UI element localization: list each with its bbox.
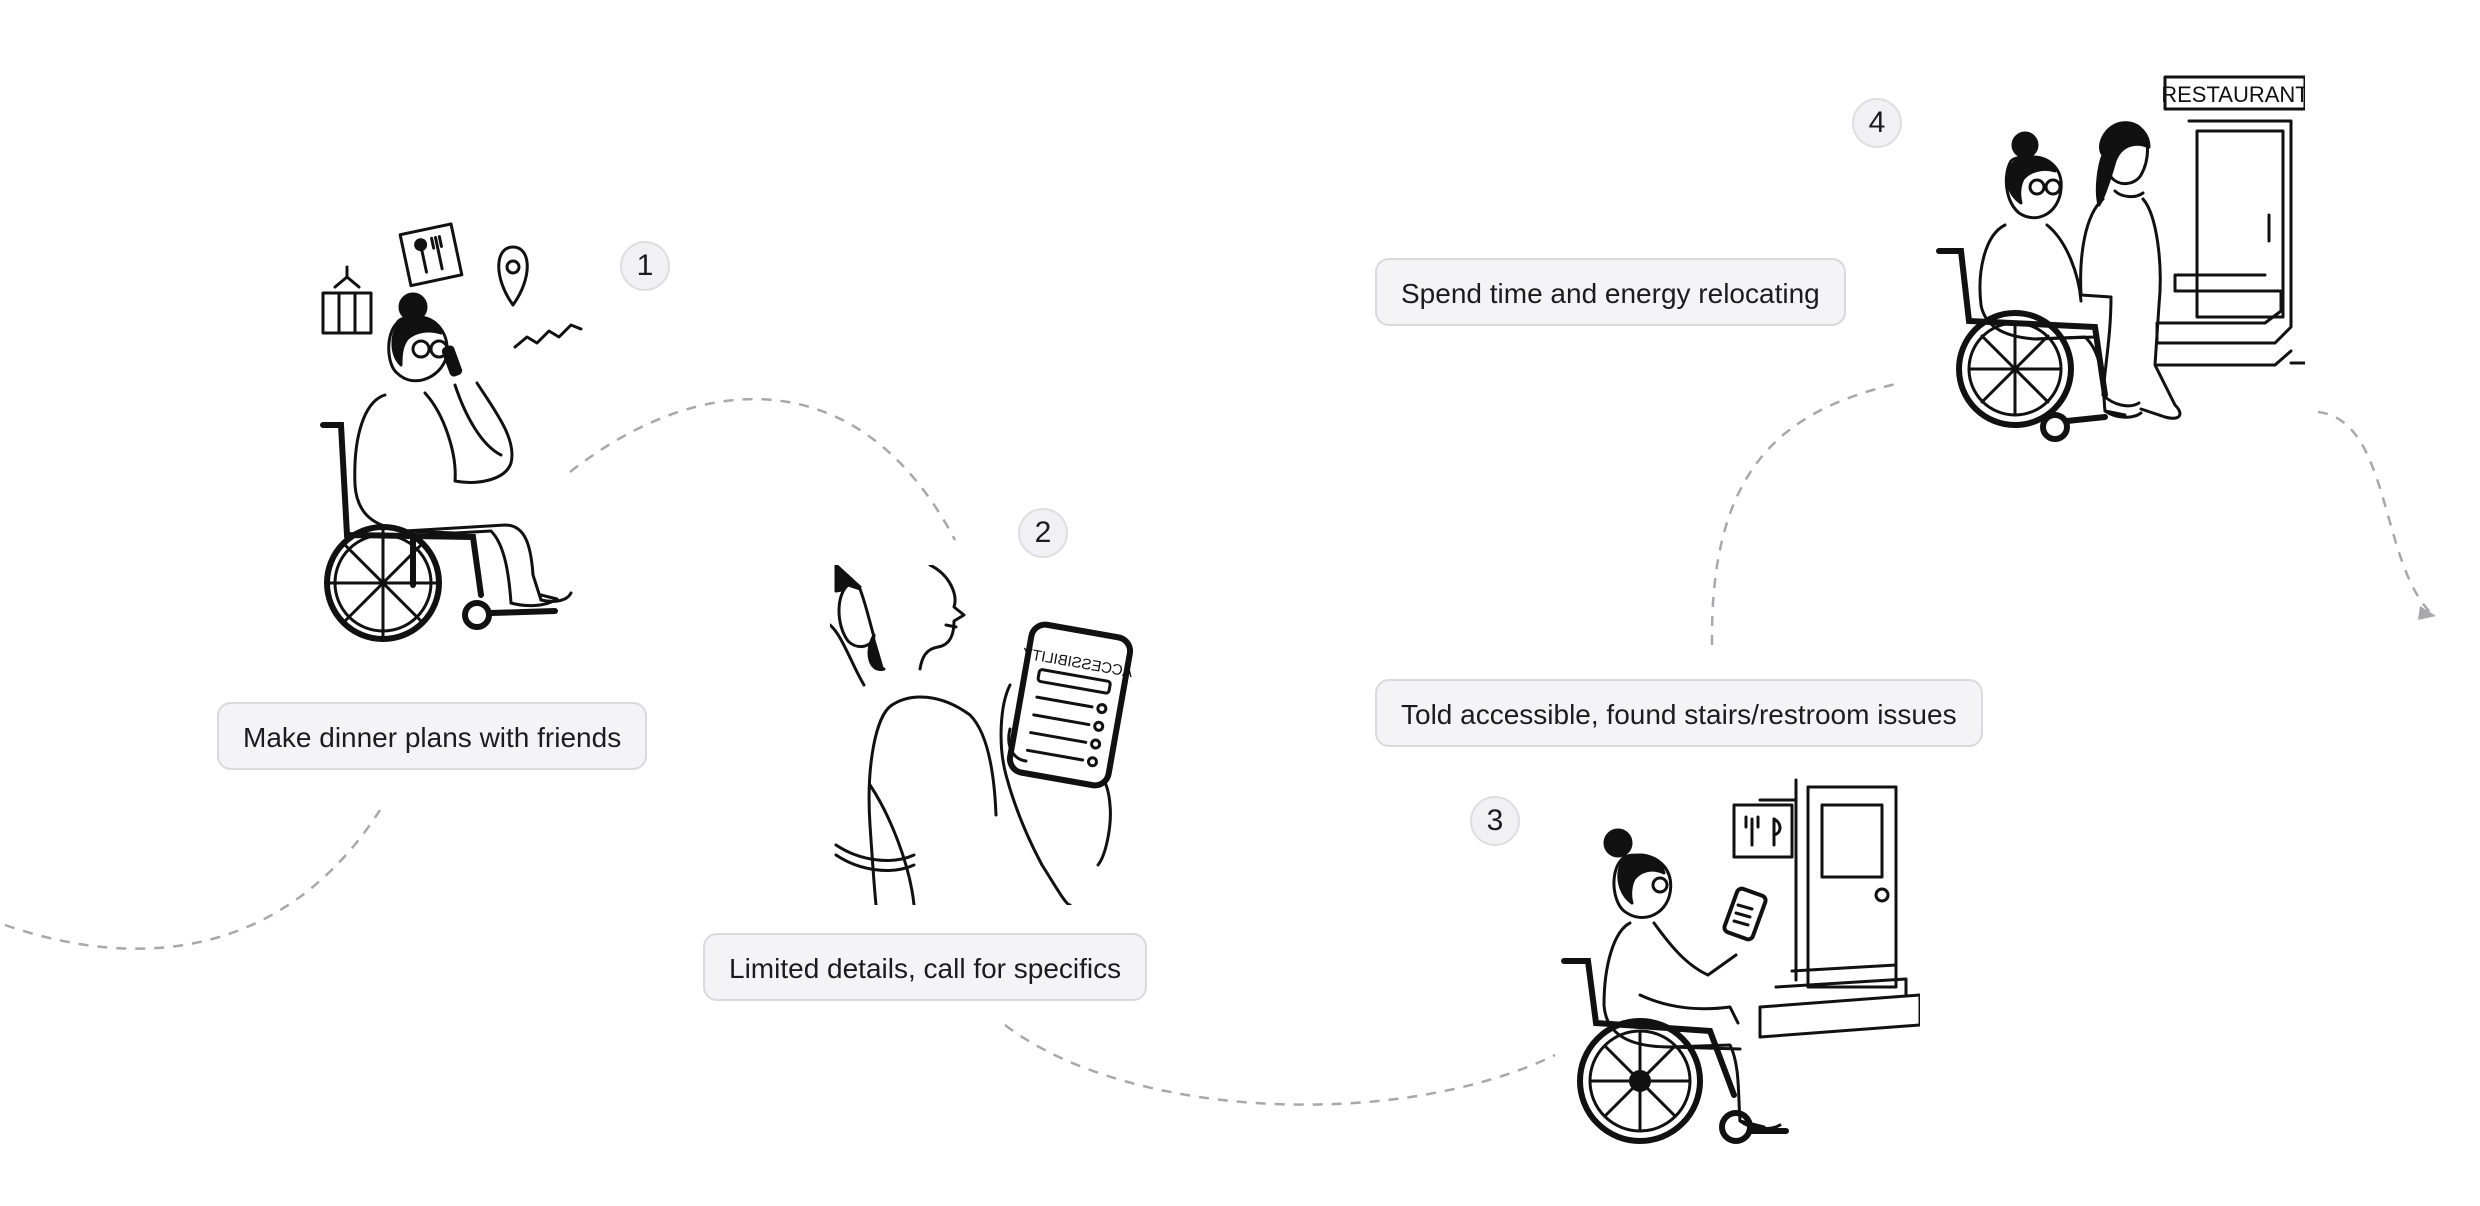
sound-zigzag-icon [513, 323, 583, 349]
restaurant-sign-label: RESTAURANT [2161, 82, 2305, 107]
restaurant-door [1806, 785, 1898, 989]
restaurant-sign-icon [398, 222, 464, 288]
step-3-number: 3 [1470, 796, 1520, 846]
step-2-label: Limited details, call for specifics [703, 933, 1148, 1001]
arrowhead-icon [2418, 606, 2436, 620]
restaurant-door [2195, 129, 2285, 319]
step-2-number: 2 [1018, 508, 1068, 558]
path-segment-2-3 [1004, 1024, 1556, 1106]
illustration-found-stairs [1561, 778, 1920, 1144]
restaurant-sign [2163, 75, 2305, 111]
restaurant-sign-icon [1732, 803, 1794, 859]
step-1-number: 1 [620, 241, 670, 291]
path-segment-start [4, 809, 382, 950]
shopping-icon [321, 265, 373, 335]
step-3-label: Told accessible, found stairs/restroom i… [1375, 679, 1983, 747]
path-segment-3-4 [1710, 381, 1901, 646]
illustration-calling: ACCESSIBILITY [830, 565, 1134, 905]
path-segment-1-2 [569, 397, 957, 541]
location-pin-icon [497, 245, 529, 307]
illustration-making-plans [320, 222, 583, 642]
step-4-number: 4 [1852, 98, 1902, 148]
illustration-relocating: RESTAURANT [1936, 75, 2305, 442]
step-1-label: Make dinner plans with friends [217, 702, 648, 770]
path-segment-end [2317, 410, 2431, 613]
step-4-label: Spend time and energy relocating [1375, 258, 1846, 326]
